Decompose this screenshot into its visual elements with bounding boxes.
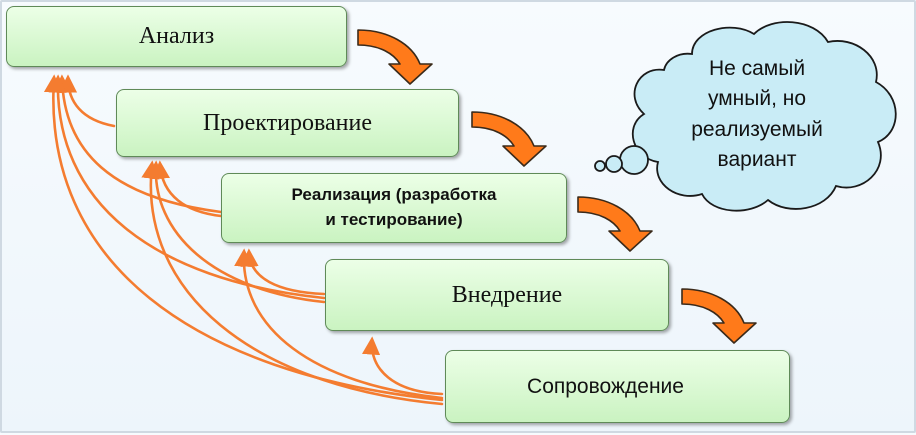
feedback-maint-to-analysis	[43, 74, 444, 402]
feedback-deploy-to-design	[146, 160, 326, 304]
feedback-maint-to-impl	[234, 248, 444, 400]
stage-design-label: Проектирование	[203, 109, 372, 136]
stage-analysis: Анализ	[6, 6, 347, 67]
stage-deployment-label: Внедрение	[451, 281, 563, 308]
step-arrow-design-to-impl	[471, 111, 547, 167]
step-arrow-impl-to-deploy	[577, 196, 653, 252]
stage-implementation-label-line2: и тестирование)	[325, 210, 463, 229]
thought-bubble-large	[619, 145, 649, 175]
step-arrow-analysis-to-design	[357, 29, 433, 85]
thought-bubble-small	[594, 160, 606, 172]
stage-deployment: Внедрение	[325, 259, 669, 331]
callout-line-1: Не самый	[708, 57, 806, 80]
step-arrow-deploy-to-maint	[681, 288, 757, 344]
callout-line-4: вариант	[717, 148, 797, 172]
stage-analysis-label: Анализ	[138, 23, 215, 49]
feedback-maint-to-design	[141, 160, 444, 406]
stage-maintenance-label: Сопровождение	[527, 374, 684, 398]
feedback-maint-to-deploy	[361, 336, 444, 396]
stage-implementation-label: Реализация (разработка и тестирование)	[291, 183, 496, 232]
stage-design: Проектирование	[116, 89, 459, 157]
callout-line-3: реализуемый	[691, 117, 823, 141]
callout-text: Не самый умный, но реализуемый вариант	[662, 54, 852, 176]
thought-bubble-medium	[605, 155, 623, 173]
stage-maintenance: Сопровождение	[445, 350, 790, 423]
stage-implementation: Реализация (разработка и тестирование)	[221, 173, 567, 243]
stage-implementation-label-line1: Реализация (разработка	[291, 185, 497, 205]
callout-line-2: умный, но	[707, 87, 807, 111]
thought-cloud	[594, 21, 897, 212]
